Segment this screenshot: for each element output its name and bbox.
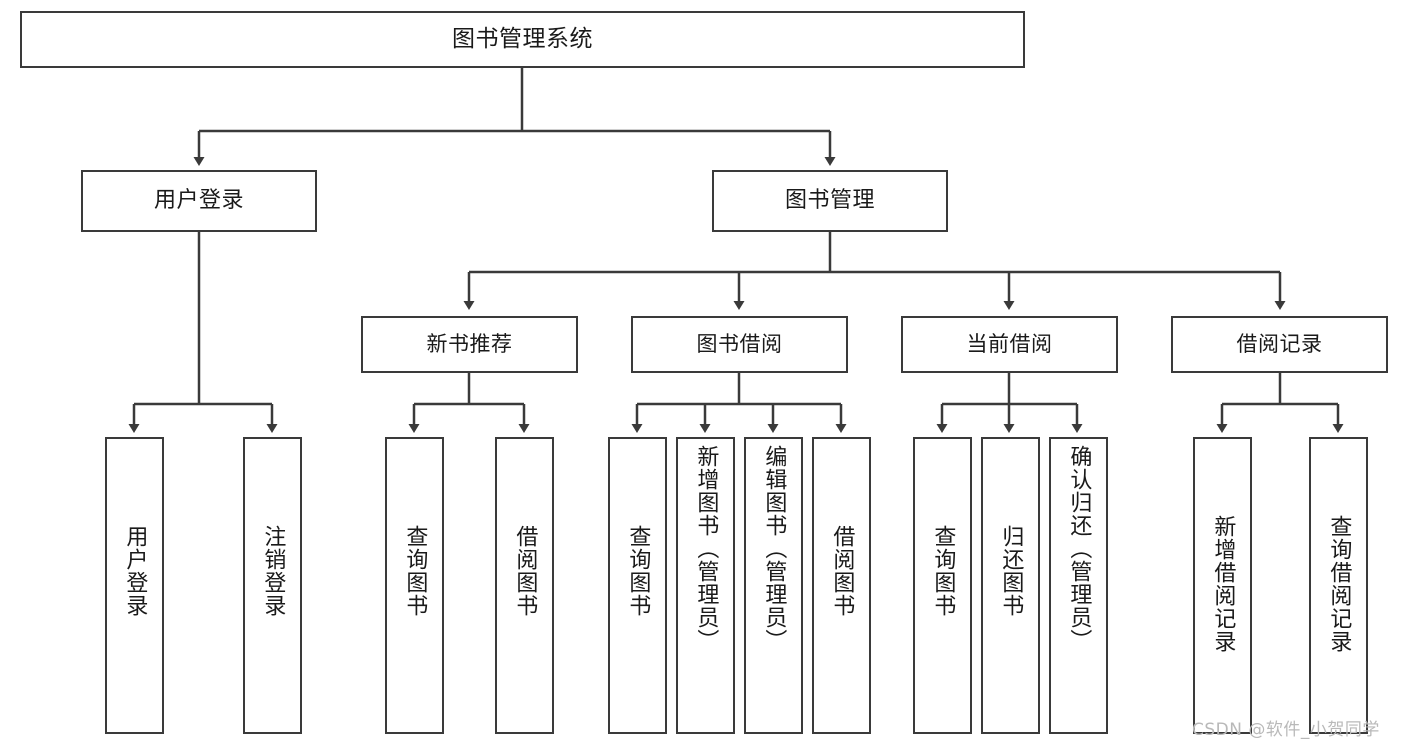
node-label: 新增借阅记录 bbox=[1210, 515, 1236, 653]
node-label: 新书推荐 bbox=[426, 332, 513, 357]
leaf-recommend-query-book[interactable]: 查询图书 bbox=[385, 437, 444, 734]
node-label: 借阅图书 bbox=[512, 525, 538, 617]
node-label: 借阅图书 bbox=[829, 525, 855, 617]
node-label: 图书管理 bbox=[784, 188, 875, 214]
leaf-recommend-borrow-book[interactable]: 借阅图书 bbox=[495, 437, 554, 734]
leaf-user-login-signout[interactable]: 注销登录 bbox=[243, 437, 302, 734]
leaf-borrow-edit-book-admin[interactable]: 编辑图书（管理员） bbox=[744, 437, 803, 734]
leaf-current-confirm-return-admin[interactable]: 确认归还（管理员） bbox=[1049, 437, 1108, 734]
node-borrow-record[interactable]: 借阅记录 bbox=[1171, 316, 1388, 373]
node-label: 编辑图书（管理员） bbox=[761, 445, 787, 652]
node-root-system[interactable]: 图书管理系统 bbox=[20, 11, 1025, 68]
node-label: 确认归还（管理员） bbox=[1066, 445, 1092, 652]
leaf-current-return-book[interactable]: 归还图书 bbox=[981, 437, 1040, 734]
node-label: 查询图书 bbox=[930, 525, 956, 617]
node-label: 新增图书（管理员） bbox=[693, 445, 719, 652]
node-current-borrow[interactable]: 当前借阅 bbox=[901, 316, 1118, 373]
node-label: 查询图书 bbox=[402, 525, 428, 617]
leaf-user-login-signin[interactable]: 用户登录 bbox=[105, 437, 164, 734]
node-label: 注销登录 bbox=[260, 525, 286, 617]
node-book-management[interactable]: 图书管理 bbox=[712, 170, 948, 232]
node-label: 查询图书 bbox=[625, 525, 651, 617]
leaf-current-query-book[interactable]: 查询图书 bbox=[913, 437, 972, 734]
leaf-borrow-borrow-book[interactable]: 借阅图书 bbox=[812, 437, 871, 734]
leaf-borrow-add-book-admin[interactable]: 新增图书（管理员） bbox=[676, 437, 735, 734]
node-label: 当前借阅 bbox=[966, 332, 1053, 357]
node-new-book-recommend[interactable]: 新书推荐 bbox=[361, 316, 578, 373]
node-book-borrow[interactable]: 图书借阅 bbox=[631, 316, 848, 373]
leaf-record-query-record[interactable]: 查询借阅记录 bbox=[1309, 437, 1368, 734]
csdn-watermark: CSDN @软件_小贺同学 bbox=[1192, 720, 1380, 740]
node-label: 用户登录 bbox=[122, 525, 148, 617]
node-user-login[interactable]: 用户登录 bbox=[81, 170, 317, 232]
node-label: 查询借阅记录 bbox=[1326, 515, 1352, 653]
node-label: 用户登录 bbox=[153, 188, 244, 214]
node-label: 图书借阅 bbox=[696, 332, 783, 357]
node-label: 图书管理系统 bbox=[452, 26, 593, 53]
node-label: 借阅记录 bbox=[1236, 332, 1323, 357]
node-label: 归还图书 bbox=[998, 525, 1024, 617]
leaf-borrow-query-book[interactable]: 查询图书 bbox=[608, 437, 667, 734]
leaf-record-add-record[interactable]: 新增借阅记录 bbox=[1193, 437, 1252, 734]
